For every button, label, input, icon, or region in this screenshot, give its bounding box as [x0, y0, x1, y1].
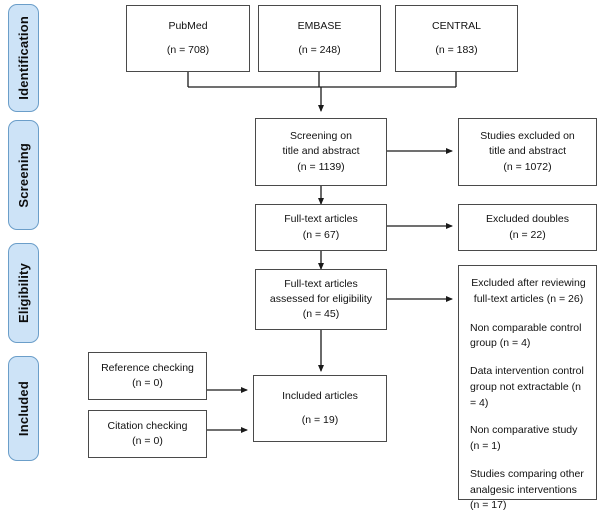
pubmed-label: PubMed	[168, 19, 208, 32]
reason-data-not-extractable: Data intervention control group not extr…	[470, 364, 587, 411]
eligibility-line2: assessed for eligibility	[269, 292, 373, 305]
reason-1-line2: control group (n = 4)	[470, 321, 582, 350]
excluded-fulltext-line1: Excluded after reviewing	[471, 277, 586, 289]
stage-label-eligibility: Eligibility	[16, 263, 31, 323]
reason-3-line2: (n = 1)	[470, 440, 501, 452]
included-count: (n = 19)	[301, 414, 339, 426]
screening-line1: Screening on	[290, 130, 352, 143]
box-excluded-title-abstract: Studies excluded on title and abstract (…	[458, 118, 597, 186]
fulltext-count: (n = 67)	[302, 228, 340, 241]
excluded-doubles-count: (n = 22)	[509, 228, 546, 241]
reason-non-comparable-control-group: Non comparable control group (n = 4)	[470, 321, 587, 353]
box-excluded-doubles: Excluded doubles (n = 22)	[458, 204, 597, 251]
reason-2-line1: Data intervention	[470, 365, 550, 377]
box-included-articles: Included articles (n = 19)	[253, 375, 387, 442]
reason-3-line1: Non comparative study	[470, 424, 578, 437]
screening-count: (n = 1139)	[297, 160, 345, 173]
citation-checking-count: (n = 0)	[132, 435, 163, 447]
box-screening-title-abstract: Screening on title and abstract (n = 113…	[255, 118, 387, 186]
fulltext-line1: Full-text articles	[284, 213, 358, 226]
stage-label-identification: Identification	[16, 16, 31, 100]
stage-label-screening: Screening	[16, 142, 31, 208]
box-reference-checking: Reference checking (n = 0)	[88, 352, 207, 400]
screening-line2: title and abstract	[282, 145, 360, 158]
reason-2-line2: control group not	[470, 365, 584, 393]
source-box-embase: EMBASE (n = 248)	[258, 5, 381, 72]
excluded-ta-line2: title and abstract	[488, 145, 567, 158]
reason-4-line1: Studies comparing	[470, 467, 557, 480]
eligibility-line1: Full-text articles	[284, 277, 358, 290]
stage-tab-eligibility: Eligibility	[8, 243, 39, 343]
reason-1-line1: Non comparable	[470, 321, 548, 334]
stage-tab-included: Included	[8, 356, 39, 461]
included-line1: Included articles	[282, 389, 358, 402]
reason-4-line2: other analgesic	[470, 467, 584, 496]
source-box-pubmed: PubMed (n = 708)	[126, 5, 250, 72]
pubmed-count: (n = 708)	[166, 44, 210, 56]
excluded-ta-count: (n = 1072)	[503, 160, 552, 173]
stage-tab-screening: Screening	[8, 120, 39, 230]
source-box-central: CENTRAL (n = 183)	[395, 5, 518, 72]
stage-tab-identification: Identification	[8, 4, 39, 112]
box-excluded-after-full-text-review: Excluded after reviewing full-text artic…	[458, 265, 597, 511]
citation-checking-line1: Citation checking	[107, 419, 188, 432]
central-label: CENTRAL	[431, 19, 481, 32]
excluded-fulltext-heading: Excluded after reviewing full-text artic…	[470, 276, 587, 308]
reason-other-analgesic-interventions: Studies comparing other analgesic interv…	[470, 467, 587, 514]
embase-label: EMBASE	[297, 19, 342, 32]
excluded-doubles-line1: Excluded doubles	[486, 213, 569, 226]
excluded-fulltext-count: (n = 26)	[546, 292, 584, 305]
box-assessed-for-eligibility: Full-text articles assessed for eligibil…	[255, 269, 387, 330]
central-count: (n = 183)	[435, 44, 478, 56]
eligibility-count: (n = 45)	[302, 308, 340, 321]
excluded-fulltext-line2: full-text articles	[473, 292, 544, 305]
reason-non-comparative-study: Non comparative study (n = 1)	[470, 423, 587, 455]
stage-label-included: Included	[16, 380, 31, 437]
embase-count: (n = 248)	[298, 44, 341, 56]
box-full-text-articles: Full-text articles (n = 67)	[255, 204, 387, 251]
reference-checking-line1: Reference checking	[101, 361, 194, 374]
excluded-ta-line1: Studies excluded on	[480, 130, 575, 143]
reference-checking-count: (n = 0)	[132, 377, 163, 389]
reason-4-line3: interventions (n = 17)	[470, 483, 577, 512]
reason-2-line3: extractable (n = 4)	[470, 380, 581, 409]
box-citation-checking: Citation checking (n = 0)	[88, 410, 207, 458]
